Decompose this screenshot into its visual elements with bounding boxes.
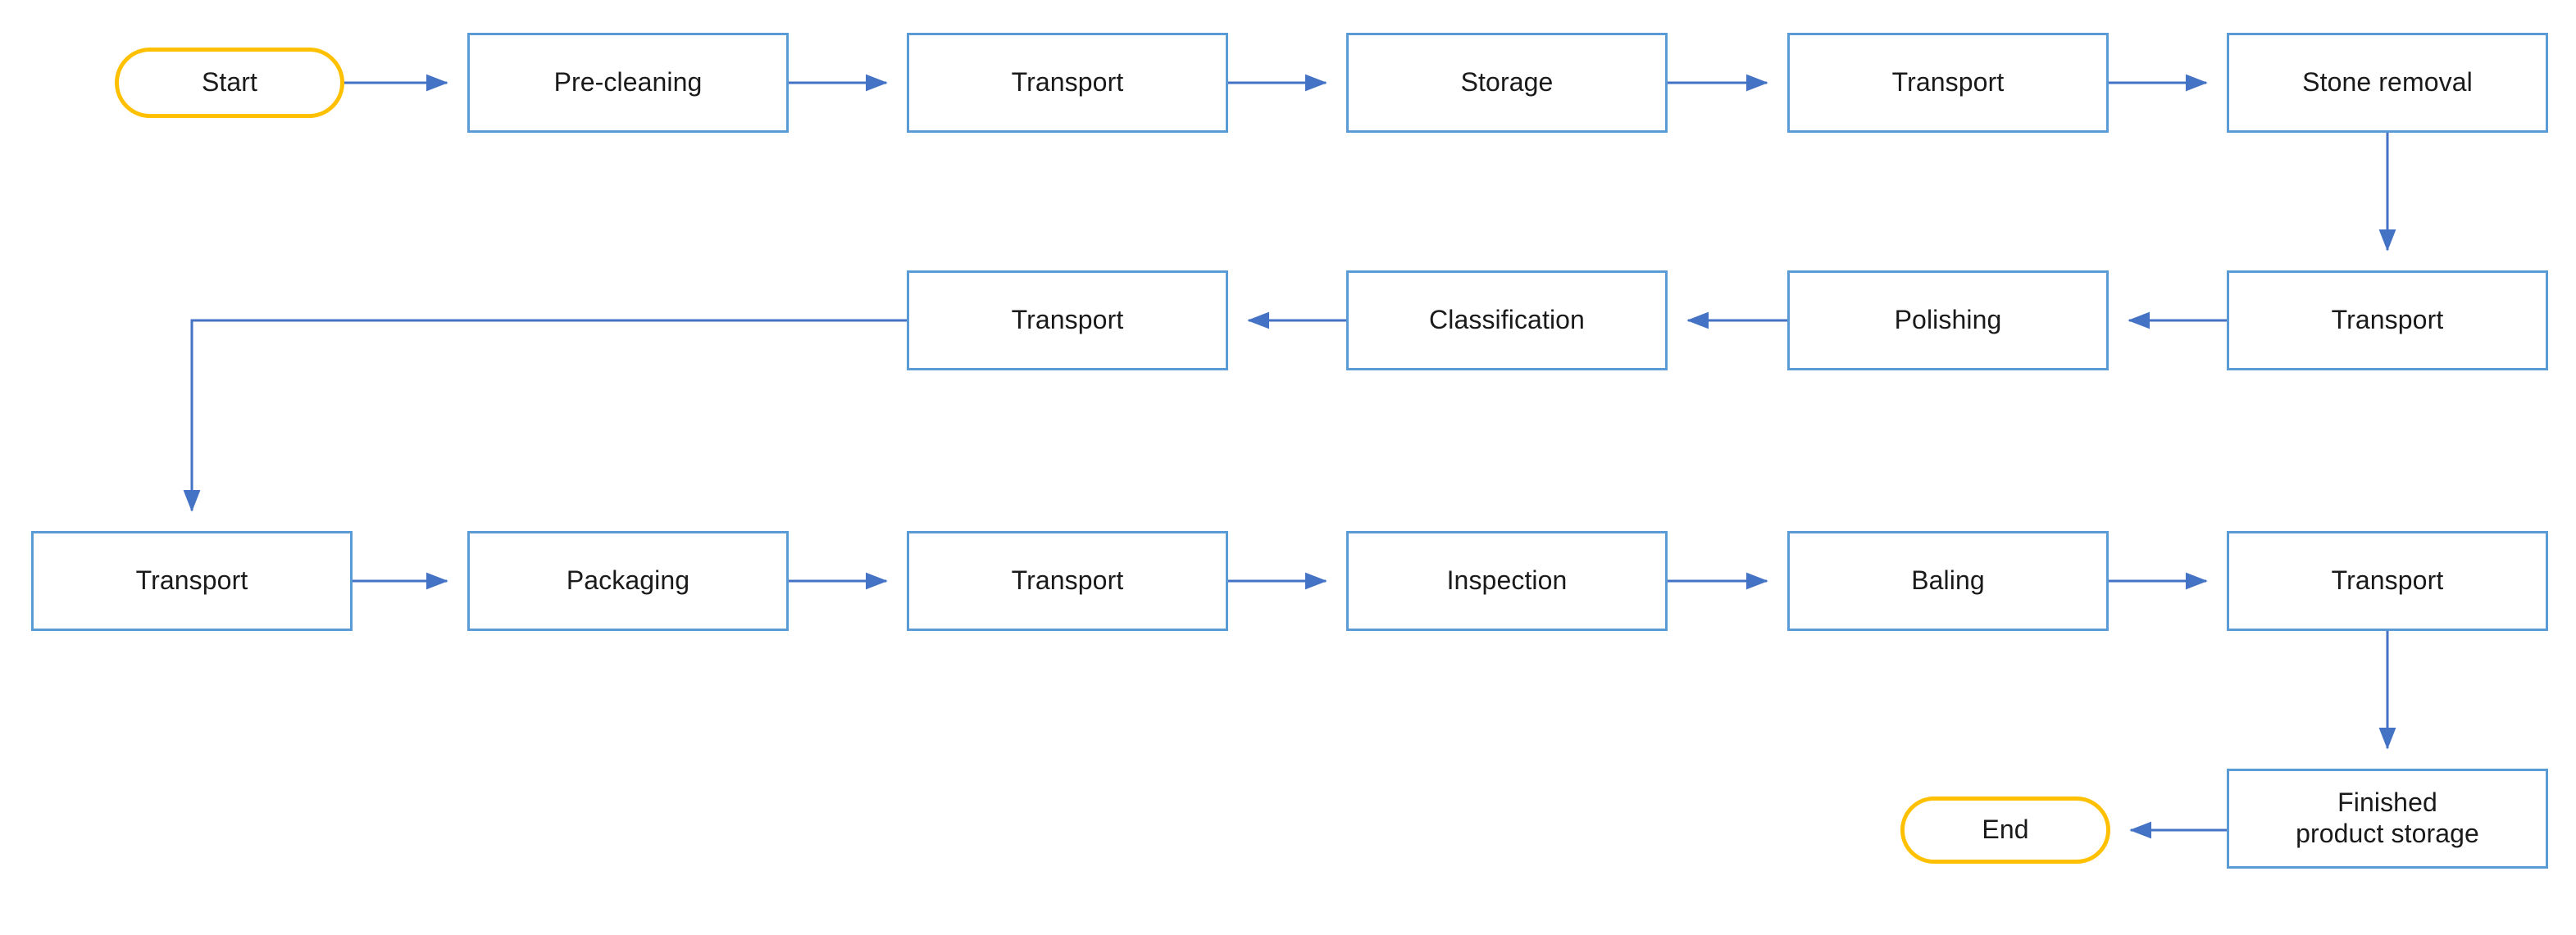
node-label-end: End (1982, 815, 2029, 845)
node-start[interactable]: Start (115, 48, 344, 118)
node-label-stoneremoval: Stone removal (2302, 67, 2473, 98)
node-label-inspection: Inspection (1446, 565, 1568, 596)
node-label-polishing: Polishing (1894, 305, 2002, 335)
node-transport7[interactable]: Transport (2227, 531, 2548, 631)
node-finished[interactable]: Finished product storage (2227, 769, 2548, 869)
node-label-transport6: Transport (1011, 565, 1124, 596)
node-inspection[interactable]: Inspection (1346, 531, 1668, 631)
node-baling[interactable]: Baling (1787, 531, 2109, 631)
node-packaging[interactable]: Packaging (467, 531, 789, 631)
node-label-transport2: Transport (1891, 67, 2005, 98)
edge-transport4-to-transport5 (183, 319, 907, 512)
node-stoneremoval[interactable]: Stone removal (2227, 33, 2548, 133)
node-transport3[interactable]: Transport (2227, 270, 2548, 370)
node-label-precleaning: Pre-cleaning (553, 67, 703, 98)
node-label-finished: Finished product storage (2296, 787, 2479, 848)
node-transport6[interactable]: Transport (907, 531, 1228, 631)
node-label-classification: Classification (1429, 305, 1585, 335)
node-classification[interactable]: Classification (1346, 270, 1668, 370)
node-label-transport4: Transport (1011, 305, 1124, 335)
node-storage[interactable]: Storage (1346, 33, 1668, 133)
node-transport2[interactable]: Transport (1787, 33, 2109, 133)
node-transport1[interactable]: Transport (907, 33, 1228, 133)
node-transport4[interactable]: Transport (907, 270, 1228, 370)
node-label-transport5: Transport (135, 565, 248, 596)
node-precleaning[interactable]: Pre-cleaning (467, 33, 789, 133)
node-label-transport3: Transport (2331, 305, 2444, 335)
node-transport5[interactable]: Transport (31, 531, 353, 631)
node-label-baling: Baling (1911, 565, 1985, 596)
node-label-transport1: Transport (1011, 67, 1124, 98)
node-end[interactable]: End (1900, 797, 2110, 864)
node-label-transport7: Transport (2331, 565, 2444, 596)
node-polishing[interactable]: Polishing (1787, 270, 2109, 370)
node-label-packaging: Packaging (566, 565, 690, 596)
node-label-start: Start (201, 67, 258, 98)
node-label-storage: Storage (1460, 67, 1554, 98)
